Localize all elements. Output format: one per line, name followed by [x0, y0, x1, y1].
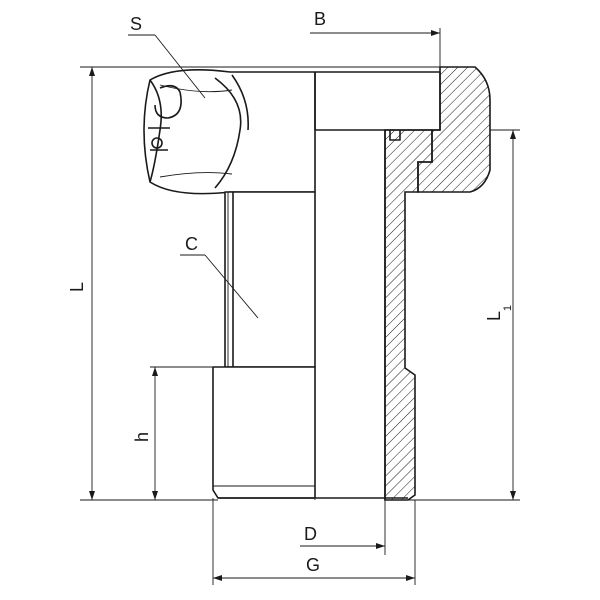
dimension-D: D — [300, 500, 386, 555]
dimension-G: G — [212, 498, 416, 585]
leader-S-label: S — [130, 14, 142, 34]
sight-glass — [224, 191, 316, 368]
leader-C: C — [180, 234, 259, 319]
threaded-end — [212, 366, 316, 499]
nut-hole — [151, 137, 163, 149]
leader-S: S — [128, 14, 206, 99]
dimension-L1-subscript: 1 — [502, 305, 514, 311]
dimension-L1-label: L — [484, 311, 504, 321]
dimension-h: h — [132, 366, 213, 500]
hex-nut — [143, 68, 316, 195]
dimension-G-label: G — [306, 555, 320, 575]
dimension-B-label: B — [314, 9, 326, 29]
dimension-B: B — [310, 9, 441, 67]
dimension-L1: L 1 — [408, 129, 520, 501]
dimension-L: L — [67, 66, 475, 501]
section-view — [218, 66, 491, 501]
dimension-h-label: h — [132, 432, 152, 442]
dimension-L-label: L — [67, 282, 87, 292]
leader-C-label: C — [185, 234, 198, 254]
dimension-D-label: D — [304, 524, 317, 544]
